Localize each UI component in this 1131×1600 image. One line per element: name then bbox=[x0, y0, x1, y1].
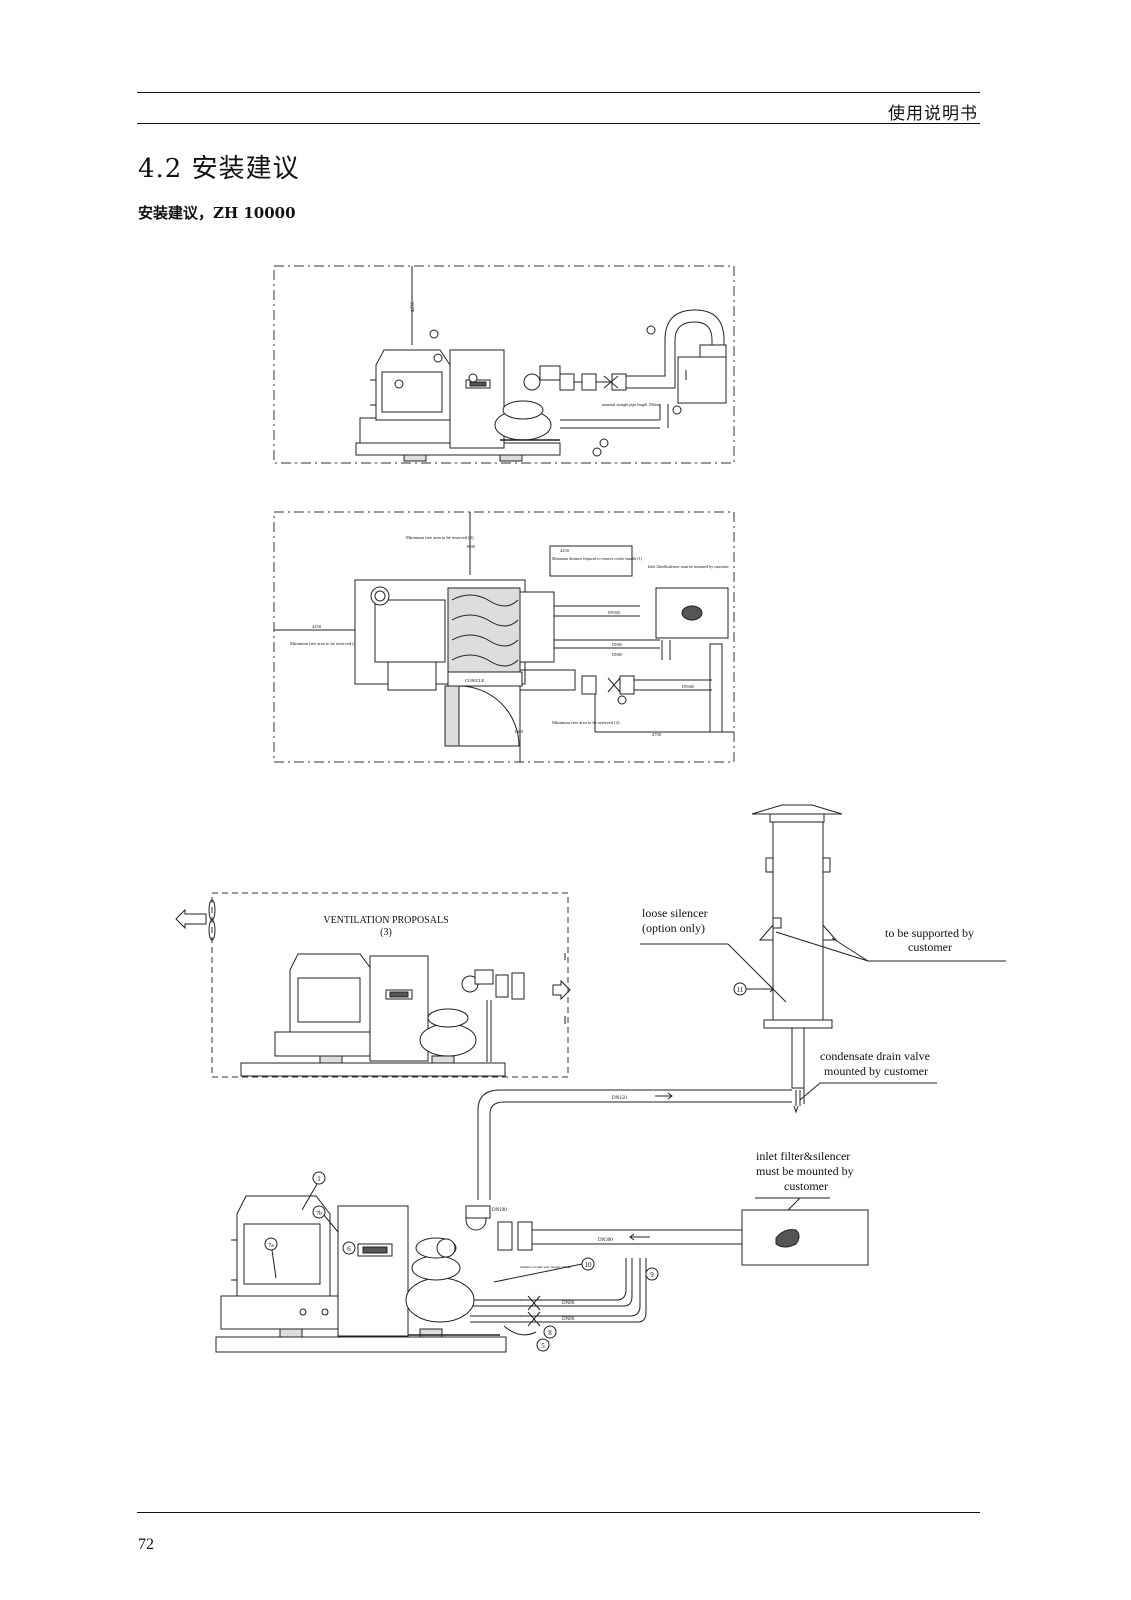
pipe-note: minimal straight pipe length 150mm bbox=[602, 402, 661, 407]
air-outlet-arrow-icon bbox=[175, 908, 207, 930]
callout-11-text: 11 bbox=[737, 986, 744, 994]
machine-base bbox=[215, 1336, 507, 1353]
callout-8-text: 8 bbox=[548, 1329, 552, 1337]
footer-rule bbox=[137, 1512, 980, 1513]
inlet-filter-plan bbox=[655, 587, 729, 639]
dn-water-2: DN80 bbox=[562, 1317, 575, 1322]
flow-label-4: DN80 bbox=[612, 652, 622, 657]
inlet-label-2: must be mounted by bbox=[756, 1164, 854, 1178]
flow-label-1: DN300 bbox=[608, 610, 620, 615]
left-dim: 4250 bbox=[312, 624, 322, 629]
air-inlet-arrow-icon bbox=[552, 979, 571, 1001]
section-title: 4.2 安装建议 bbox=[138, 154, 300, 184]
cubicle-4 bbox=[337, 1205, 409, 1337]
motor-plan bbox=[374, 599, 446, 663]
section-subtitle: 安装建议，ZH 10000 bbox=[138, 204, 296, 222]
supported-label-2: customer bbox=[908, 940, 952, 954]
callout-7b bbox=[312, 1205, 326, 1219]
callout-9 bbox=[645, 1267, 659, 1281]
condensate-label-1: condensate drain valve bbox=[820, 1049, 930, 1063]
dn-vertical: DN100 bbox=[492, 1208, 507, 1213]
header-rule-bottom bbox=[137, 123, 980, 124]
callout-6 bbox=[342, 1241, 356, 1255]
dn-inlet: DN300 bbox=[598, 1238, 613, 1243]
pipe-note-4: minimal straight pipe length 150mm bbox=[520, 1265, 571, 1269]
inlet-note: Inlet filter&silencer must be mounted by… bbox=[648, 564, 730, 569]
drawing-installation: loose silencer (option only) to be suppo… bbox=[215, 804, 1006, 1353]
callout-8 bbox=[543, 1325, 557, 1339]
bottom-dim: 1600 bbox=[514, 729, 524, 734]
callout-marker bbox=[672, 405, 682, 415]
condensate-label-2: mounted by customer bbox=[824, 1064, 928, 1078]
dim-vertical: 4250 bbox=[411, 302, 416, 313]
callout-9-text: 9 bbox=[650, 1271, 654, 1279]
loose-silencer-label: loose silencer bbox=[642, 906, 708, 920]
silencer-cap bbox=[751, 804, 843, 815]
cubicle-plan bbox=[447, 671, 523, 687]
compressor-element-4 bbox=[405, 1277, 475, 1323]
dn-outlet: DN150 bbox=[612, 1096, 627, 1101]
ventilation-num: (3) bbox=[380, 927, 392, 938]
drawing-side-elevation: 4250 minimal straight pipe bbox=[273, 265, 735, 464]
reserved-area-outline-plan bbox=[273, 511, 735, 763]
inlet-label-1: inlet filter&silencer bbox=[756, 1149, 850, 1163]
supported-label-1: to be supported by bbox=[885, 926, 974, 940]
reserved-area-outline bbox=[273, 265, 735, 464]
dn-water-1: DN80 bbox=[562, 1301, 575, 1306]
bottom-area-note: Minimum free area to be reserved (2) bbox=[552, 720, 620, 725]
callout-6-text: 6 bbox=[347, 1245, 351, 1253]
callout-7b-text: 7b bbox=[316, 1211, 322, 1217]
top-dim: 1600 bbox=[466, 544, 476, 549]
cubicle bbox=[449, 349, 505, 449]
option-only-label: (option only) bbox=[642, 921, 705, 935]
callout-7a-text: 7a bbox=[268, 1243, 274, 1249]
left-area-note: Minimum free area to be reserved (2) bbox=[290, 641, 358, 646]
cooler-note: Minimum distance required to remove cool… bbox=[552, 556, 643, 561]
header-title: 使用说明书 bbox=[888, 104, 978, 124]
callout-5-text: 5 bbox=[541, 1342, 545, 1350]
flow-label-2: DN300 bbox=[682, 684, 694, 689]
header-rule-top bbox=[137, 92, 980, 93]
callout-1-text: 1 bbox=[317, 1175, 321, 1183]
callout-5 bbox=[536, 1338, 550, 1352]
drawing-ventilation: VENTILATION PROPOSALS (3) bbox=[175, 892, 571, 1078]
right-dim: 4750 bbox=[652, 732, 662, 737]
callout-7a bbox=[264, 1237, 278, 1251]
inlet-label-3: customer bbox=[784, 1179, 828, 1193]
inlet-filter-silencer bbox=[741, 1209, 869, 1266]
flow-label-3: DN80 bbox=[612, 642, 622, 647]
drawing-plan-view: Minimum free area to be reserved (2) 160… bbox=[273, 511, 735, 763]
callout-1 bbox=[312, 1171, 326, 1185]
top-area-note: Minimum free area to be reserved (2) bbox=[406, 535, 474, 540]
cooler-dim: 4250 bbox=[560, 548, 570, 553]
page-number: 72 bbox=[138, 1536, 154, 1553]
callout-10-text: 10 bbox=[585, 1261, 593, 1269]
ventilation-title: VENTILATION PROPOSALS bbox=[323, 915, 448, 926]
cubicle-label: CUBICLE bbox=[465, 678, 485, 683]
